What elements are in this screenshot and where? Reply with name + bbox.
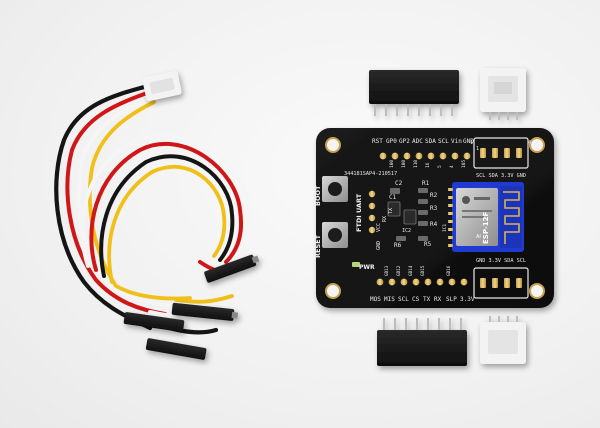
bottom-header-pads — [376, 278, 468, 286]
pin-header-bottom — [377, 318, 467, 366]
pin-number: 5 — [437, 165, 443, 168]
pin-label: MOS — [370, 296, 381, 303]
grove-top-label: SCL SDA 3.3V GND — [476, 173, 526, 179]
wire-black-right — [99, 154, 235, 278]
wire-yellow — [87, 100, 192, 301]
pin-number: GD13 — [384, 265, 390, 276]
pin-label: ADC — [412, 138, 423, 145]
wire-black — [54, 83, 153, 331]
pin-number: 100 — [389, 160, 395, 168]
pin-label: GND — [463, 138, 474, 145]
wire-white-right — [80, 133, 251, 268]
pin-number: 4 — [449, 165, 455, 168]
ftdi-pin: TX — [388, 208, 394, 214]
pin-header-top — [369, 70, 459, 116]
esp-module — [448, 182, 524, 252]
designator-c2: C2 — [395, 180, 403, 187]
designator-ic1: IC1 — [442, 224, 448, 232]
top-pin-labels: RST GP0 GP2 ADC SDA SCL Vin GND — [372, 138, 474, 145]
pin-number: GD16 — [446, 265, 452, 276]
boot-button — [322, 176, 348, 202]
designator-r5: R5 — [424, 241, 432, 248]
pin-number: 100 — [401, 160, 407, 168]
grove-pin-1: 1 — [470, 140, 473, 146]
ftdi-label: FTDI UART — [355, 193, 363, 232]
pin-number: 16 — [425, 162, 431, 168]
designator-r4: R4 — [430, 221, 438, 228]
designator-r2: R2 — [430, 192, 438, 199]
grove-bottom-label: GND 3.3V SDA SCL — [476, 258, 526, 264]
pin-label: MIS — [384, 296, 395, 303]
pin-label: RST — [372, 138, 383, 145]
grove-socket-top — [480, 68, 526, 120]
pin-number: 110 — [413, 160, 419, 168]
module-name: ESP-12F — [482, 212, 490, 244]
pin-label: CS — [412, 296, 420, 303]
pcb-board — [316, 128, 554, 308]
grove-cable — [54, 83, 251, 335]
component-designators: C2 C1 IC2 R1 R2 R3 R4 R5 R6 IC1 — [389, 180, 448, 249]
serial-number: 344181SAP4-210517 — [344, 171, 397, 177]
ftdi-pin: RX — [382, 216, 388, 222]
grove-pin-4: 4 — [528, 140, 531, 146]
pin-number: GD15 — [420, 265, 426, 276]
pin-label: 3.3V — [460, 296, 475, 303]
designator-r3: R3 — [430, 205, 438, 212]
pin-number: GD14 — [408, 265, 414, 276]
boot-label: BOOT — [314, 185, 322, 206]
wire-yellow-right — [107, 164, 227, 284]
designator-r6: R6 — [394, 242, 402, 249]
wire-red — [65, 90, 167, 316]
pwr-label: PWR — [359, 264, 375, 271]
reset-button — [322, 222, 348, 248]
ftdi-pin-labels: VCC RX TX GND — [376, 208, 394, 250]
wire-red-right — [89, 142, 243, 272]
pin-label: SCL — [398, 296, 409, 303]
wire-white — [76, 96, 182, 308]
pin-label: SLP — [446, 296, 457, 303]
pin-label: SDA — [425, 138, 436, 145]
bottom-pin-numbers: GD13 GD12 GD14 GD15 GD16 — [384, 265, 452, 276]
designator-c1: C1 — [389, 194, 397, 201]
pin-label: RX — [434, 296, 442, 303]
top-header-pads — [379, 152, 471, 160]
pin-number: 105 — [461, 160, 467, 168]
pin-number: GD12 — [396, 265, 402, 276]
header-pin-1: 1 — [476, 146, 479, 152]
grove-socket-bottom — [480, 316, 526, 364]
grove-plug-cable — [142, 71, 182, 101]
reset-label: RESET — [314, 234, 322, 258]
ftdi-pin: GND — [376, 241, 382, 250]
mounting-holes — [325, 137, 545, 299]
ftdi-pin: VCC — [376, 223, 382, 232]
module-brand: AI — [476, 234, 481, 240]
bottom-pin-labels: MOS MIS SCL CS TX RX SLP 3.3V — [370, 296, 475, 303]
pin-label: Vin — [451, 138, 462, 145]
smd-components — [352, 188, 428, 267]
designator-ic2: IC2 — [402, 228, 411, 234]
dupont-connectors — [123, 254, 260, 360]
top-pin-numbers: 100 100 110 16 5 4 105 — [389, 160, 467, 168]
pin-label: SCL — [438, 138, 449, 145]
pin-label: GP0 — [386, 138, 397, 145]
ftdi-pads — [368, 190, 376, 234]
pin-label: GP2 — [399, 138, 410, 145]
pin-label: TX — [423, 296, 431, 303]
designator-r1: R1 — [422, 180, 430, 187]
